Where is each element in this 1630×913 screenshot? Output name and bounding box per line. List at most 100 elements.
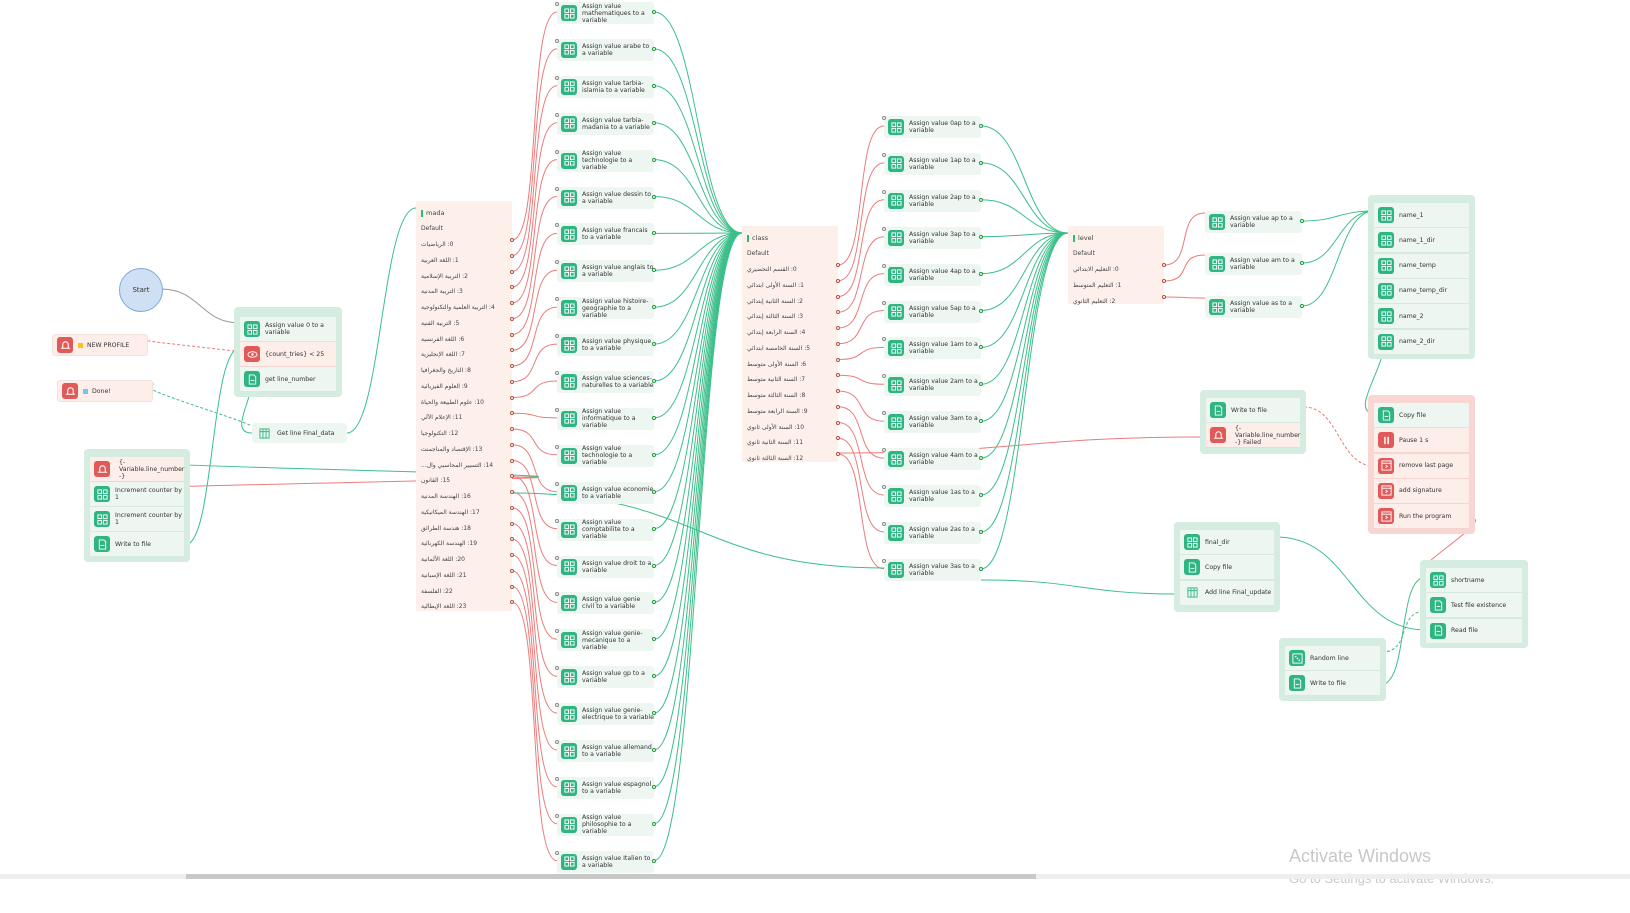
connector-port[interactable] [510, 553, 514, 557]
block-name-1-dir[interactable]: name_1_dir [1374, 228, 1469, 254]
connector-port[interactable] [555, 38, 559, 43]
connector-port[interactable] [652, 784, 656, 789]
switch-case[interactable]: 2: التربية الإسلامية [421, 272, 468, 280]
connector-port[interactable] [510, 285, 514, 290]
connector-port[interactable] [555, 481, 559, 486]
switch-case[interactable]: 6: اللغة الفرنسية [421, 335, 465, 343]
assign-value-block[interactable]: Assign value tarbia-madania to a variabl… [557, 112, 654, 135]
assign-value-block[interactable]: Assign value anglais to a variable [557, 260, 654, 283]
switch-case[interactable]: 2: التعليم الثانوي [1073, 297, 1116, 305]
connector-port[interactable] [510, 474, 514, 479]
start-node[interactable]: Start [119, 268, 163, 312]
switch-case[interactable]: 7: السنة الثانية متوسط [747, 376, 806, 384]
notification-new-profile[interactable]: NEW PROFILE [52, 334, 148, 356]
write-to-file-block[interactable]: Write to file [1206, 398, 1300, 423]
switch-case[interactable]: 11: الإعلام الآلي [421, 414, 463, 422]
connector-port[interactable] [882, 189, 886, 194]
switch-default-case[interactable]: Default [421, 225, 443, 233]
switch-case[interactable]: 19: الهندسة الكهربائية [421, 540, 478, 548]
assign-value-block[interactable]: Assign value technologie to a variable [557, 149, 654, 172]
connector-port[interactable] [652, 342, 656, 347]
connector-port[interactable] [555, 850, 559, 855]
assign-value-block[interactable]: Assign value ap to a variable [1205, 211, 1302, 233]
connector-port[interactable] [510, 458, 514, 463]
switch-case[interactable]: 13: الإقتصاد والمناجمنت [421, 445, 483, 453]
connector-port[interactable] [836, 341, 840, 346]
connector-port[interactable] [979, 308, 983, 313]
connector-port[interactable] [979, 419, 983, 424]
block-copy-file[interactable]: Copy file [1180, 555, 1274, 581]
connector-port[interactable] [836, 373, 840, 378]
connector-port[interactable] [1162, 263, 1166, 267]
assign-value-block[interactable]: Assign value Italien to a variable [557, 850, 654, 873]
switch-case[interactable]: 4: السنة الرابعة إبتدائي [747, 329, 806, 337]
assign-value-block[interactable]: Assign value 4ap to a variable [884, 263, 981, 286]
block-name-2[interactable]: name_2 [1374, 304, 1469, 330]
connector-port[interactable] [555, 629, 559, 634]
switch-case[interactable]: 9: العلوم الفيزيائية [421, 382, 468, 390]
switch-case[interactable]: 10: علوم الطبيعة والحياة [421, 398, 484, 406]
connector-port[interactable] [555, 703, 559, 708]
assign-value-block[interactable]: Assign value dessin to a variable [557, 186, 654, 209]
notification-done[interactable]: Done! [57, 380, 153, 402]
connector-port[interactable] [555, 75, 559, 80]
block-write-to-file[interactable]: Write to file [1285, 671, 1380, 697]
connector-port[interactable] [652, 821, 656, 826]
assign-value-block[interactable]: Assign value espagnol to a variable [557, 776, 654, 799]
block-name-2-dir[interactable]: name_2_dir [1374, 329, 1469, 355]
connector-port[interactable] [555, 186, 559, 191]
connector-port[interactable] [979, 345, 983, 350]
connector-port[interactable] [555, 297, 559, 302]
connector-port[interactable] [510, 301, 514, 305]
assign-value-block[interactable]: Assign value 1ap to a variable [884, 152, 981, 175]
connector-port[interactable] [882, 263, 886, 268]
assign-value-block[interactable]: Assign value genie-mecanique to a variab… [557, 629, 654, 652]
assign-value-block[interactable]: Assign value 2as to a variable [884, 521, 981, 544]
connector-port[interactable] [510, 395, 514, 400]
assign-value-block[interactable]: Assign value sciences-naturelles to a va… [557, 371, 654, 393]
connector-port[interactable] [652, 711, 656, 716]
connector-port[interactable] [510, 348, 514, 353]
connector-port[interactable] [979, 382, 983, 387]
connector-port[interactable] [652, 748, 656, 752]
connector-port[interactable] [652, 674, 656, 679]
connector-port[interactable] [836, 326, 840, 330]
block-run-the-program[interactable]: Run the program [1374, 504, 1469, 530]
connector-port[interactable] [652, 120, 656, 125]
switch-case[interactable]: 12: التكنولوجيا [421, 430, 459, 438]
block-test-file-existence[interactable]: Test file existence [1426, 593, 1522, 619]
connector-port[interactable] [555, 518, 559, 523]
switch-default-case[interactable]: Default [1073, 250, 1095, 258]
get-line-number-block[interactable]: get line_number [240, 367, 336, 392]
connector-port[interactable] [652, 452, 656, 457]
connector-port[interactable] [555, 813, 559, 818]
connector-port[interactable] [882, 337, 886, 342]
connector-port[interactable] [510, 364, 514, 368]
connector-port[interactable] [652, 489, 656, 494]
assign-value-block[interactable]: Assign value genie civil to a variable [557, 592, 654, 615]
connector-port[interactable] [882, 152, 886, 157]
connector-port[interactable] [652, 157, 656, 162]
connector-port[interactable] [882, 374, 886, 379]
connector-port[interactable] [510, 411, 514, 416]
switch-case[interactable]: 20: اللغة الألمانية [421, 556, 465, 564]
connector-port[interactable] [510, 442, 514, 447]
assign-value-block[interactable]: Assign value am to a variable [1205, 253, 1302, 275]
horizontal-scrollbar[interactable] [0, 874, 1630, 879]
switch-case[interactable]: 23: اللغة الإيطالية [421, 603, 467, 611]
switch-case[interactable]: 6: السنة الأولى متوسط [747, 360, 807, 368]
connector-port[interactable] [652, 858, 656, 863]
connector-port[interactable] [652, 415, 656, 420]
connector-port[interactable] [979, 456, 983, 461]
switch-case[interactable]: 12: السنة الثالثة ثانوي [747, 455, 804, 463]
connector-port[interactable] [882, 300, 886, 305]
connector-port[interactable] [979, 271, 983, 276]
connector-port[interactable] [510, 584, 514, 589]
connector-port[interactable] [510, 427, 514, 431]
connector-port[interactable] [510, 505, 514, 510]
connector-port[interactable] [979, 493, 983, 497]
connector-port[interactable] [510, 238, 514, 242]
connector-port[interactable] [836, 389, 840, 393]
switch-case[interactable]: 1: اللغة العربية [421, 256, 459, 264]
